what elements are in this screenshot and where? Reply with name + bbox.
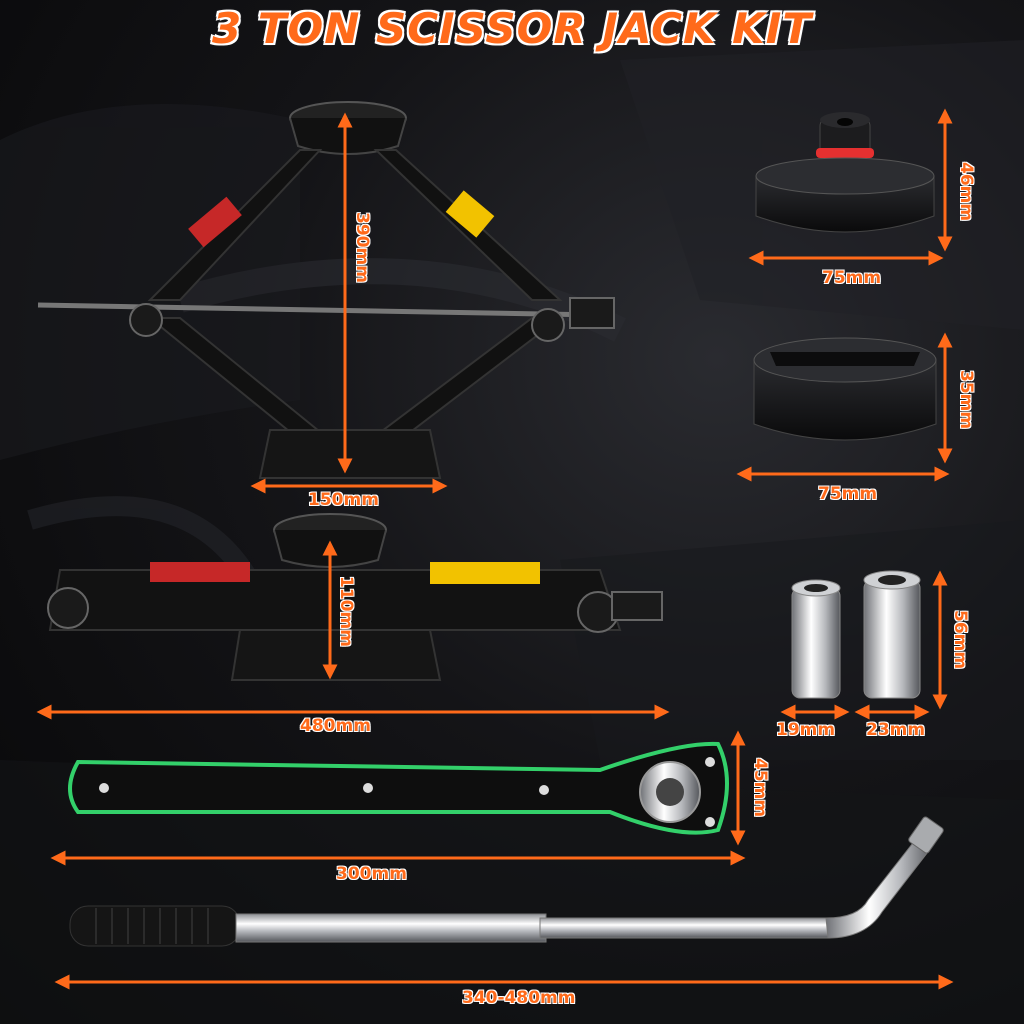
page-title: 3 TON SCISSOR JACK KIT — [212, 4, 812, 53]
jack-folded-height-label: 110mm — [336, 576, 356, 647]
pad2-diameter-label: 75mm — [818, 484, 878, 504]
socket-small-label: 19mm — [776, 720, 836, 740]
pad1-diameter-label: 75mm — [822, 268, 882, 288]
sockets-icon — [780, 570, 948, 720]
scissor-jack-extended-icon — [37, 101, 615, 494]
ratchet-length-label: 300mm — [336, 864, 407, 884]
jack-base-width-label: 150mm — [308, 490, 379, 510]
socket-large-label: 23mm — [866, 720, 926, 740]
pad1-height-label: 46mm — [956, 162, 976, 222]
lug-wrench-length-label: 340-480mm — [462, 988, 576, 1008]
ratchet-wrench-icon — [50, 730, 746, 866]
pad2-height-label: 35mm — [956, 370, 976, 430]
jack-folded-length-label: 480mm — [300, 716, 371, 736]
ratchet-width-label: 45mm — [750, 758, 770, 818]
jack-extended-height-label: 390mm — [352, 212, 372, 283]
socket-height-label: 56mm — [950, 610, 970, 670]
rubber-jack-pad-ringed-icon — [748, 108, 953, 266]
rubber-jack-pad-slotted-icon — [736, 332, 953, 482]
lug-wrench-icon — [54, 816, 954, 990]
scissor-jack-folded-icon — [36, 513, 670, 720]
